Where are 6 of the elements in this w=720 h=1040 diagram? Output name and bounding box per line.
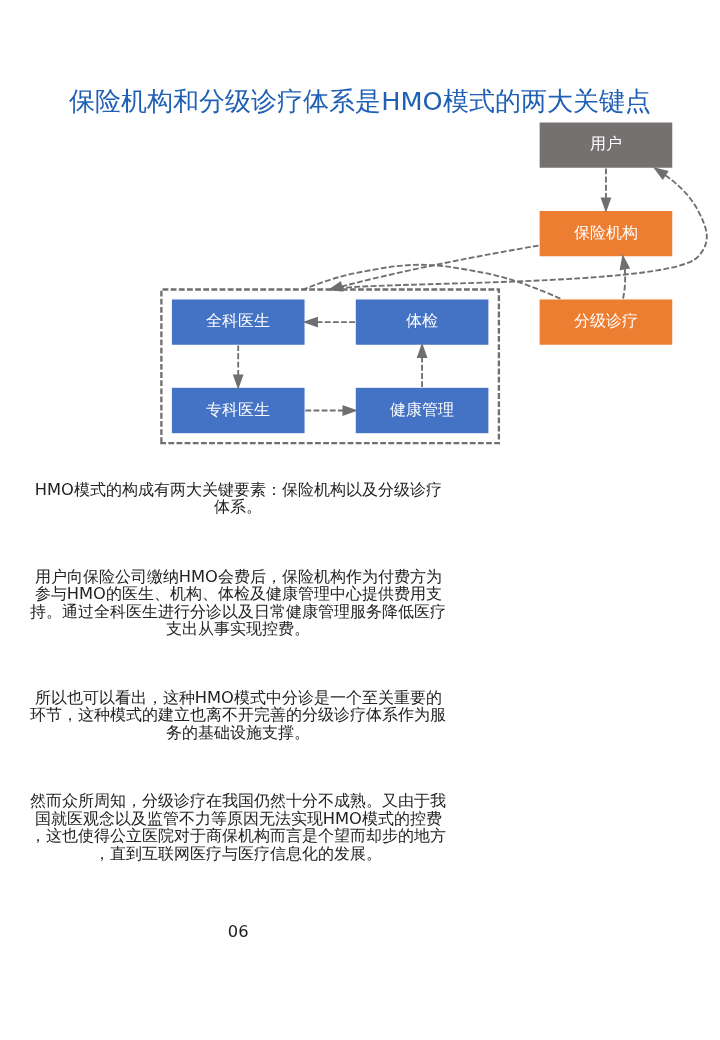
label: 用户向保险公司缴纳HMO会费后，保险机构作为付费方为参与HMO的医生、机构、体检及健康管理中心提供费用支持。通过全科医生进行分诊以及日常健康管理服务降低医疗支出从事实现控费。	[30, 566, 447, 638]
label: 06	[227, 921, 249, 941]
label: 所以也可以看出，这种HMO模式中分诊是一个至关重要的环节，这种模式的建立也离不开完善的分级诊疗体系作为服务的基础设施支撑。	[30, 687, 447, 742]
diagram-title: 保险机构和分级诊疗体系是HMO模式的两大关键点	[69, 85, 651, 116]
label: HMO模式的构成有两大关键要素：保险机构以及分级诊疗体系。	[34, 479, 442, 516]
label: 然而众所周知，分级诊疗在我国仍然十分不成熟。又由于我国就医观念以及监管不力等原因无法实现HMO模式的控费，这也使得公立医院对于商保机构而言是个望而却步的地方，直到互联网医疗与医疗信息化的发展。	[30, 790, 447, 863]
